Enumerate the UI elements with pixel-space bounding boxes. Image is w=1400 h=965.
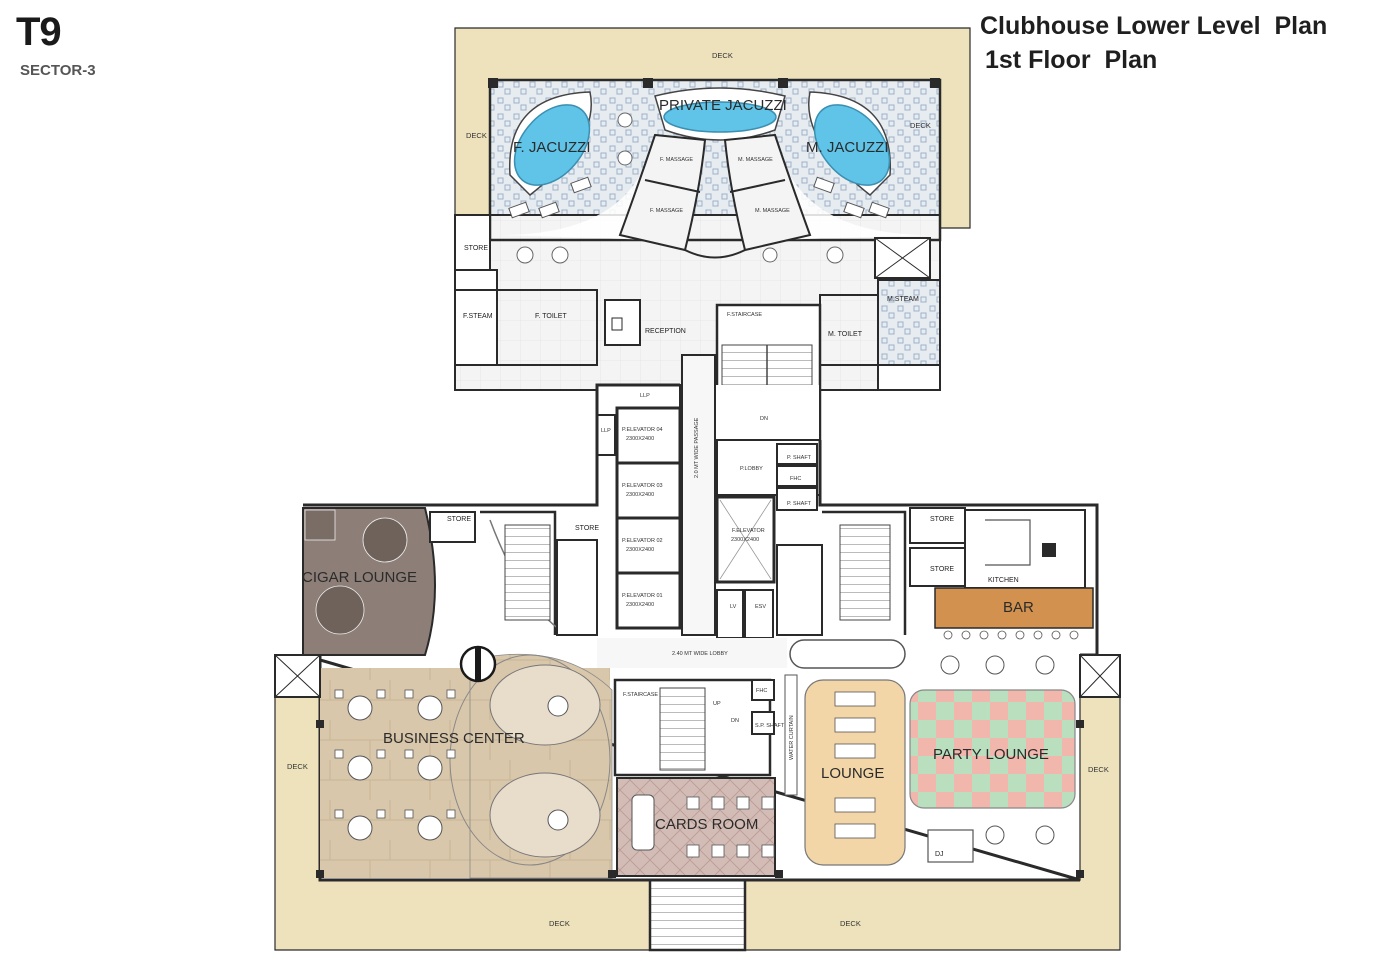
- lower-block: [274, 383, 1121, 952]
- label-lv: LV: [730, 604, 737, 610]
- label-p-shaft-2: P. SHAFT: [787, 501, 812, 507]
- label-f-toilet: F. TOILET: [535, 313, 567, 320]
- kitchen-room: [964, 509, 1086, 589]
- f-steam-room: [454, 289, 498, 366]
- label-deck-top: DECK: [712, 51, 733, 60]
- label-passage: 2.0 MT WIDE PASSAGE: [694, 417, 700, 478]
- label-f-steam: F.STEAM: [463, 313, 493, 320]
- lounge-bed-area: [804, 679, 906, 866]
- label-deck-bottom-left: DECK: [549, 919, 570, 928]
- label-water-curtain: WATER CURTAIN: [789, 715, 795, 760]
- label-m-steam: M.STEAM: [887, 296, 919, 303]
- label-store-mid-left-2: STORE: [575, 525, 599, 532]
- label-m-massage-1: M. MASSAGE: [738, 157, 773, 163]
- m-jacuzzi-pool: [808, 91, 891, 197]
- bar-counter: [934, 587, 1094, 629]
- f-jacuzzi-pool: [509, 91, 592, 197]
- label-store-mid-right-1: STORE: [930, 516, 954, 523]
- elevator-shafts: [615, 406, 682, 630]
- label-llp-2: LLP: [601, 428, 611, 434]
- label-deck-right: DECK: [1088, 765, 1109, 774]
- label-m-jacuzzi: M. JACUZZI: [806, 139, 889, 156]
- label-f-jacuzzi: F. JACUZZI: [513, 139, 591, 156]
- label-deck-bottom-right: DECK: [840, 919, 861, 928]
- label-elevator-03: P.ELEVATOR 03: [622, 483, 663, 489]
- private-jacuzzi-pool: [654, 87, 786, 141]
- label-kitchen: KITCHEN: [988, 577, 1019, 584]
- lobby-240: [597, 638, 787, 668]
- label-m-toilet: M. TOILET: [828, 331, 863, 338]
- label-party-lounge: PARTY LOUNGE: [933, 746, 1049, 763]
- label-p-shaft-1: P. SHAFT: [787, 455, 812, 461]
- label-lounge: LOUNGE: [821, 765, 884, 782]
- label-private-jacuzzi: PRIVATE JACUZZI: [659, 97, 787, 114]
- label-f-massage-1: F. MASSAGE: [660, 157, 693, 163]
- passage-2m: [681, 354, 716, 636]
- label-store-mid-right-2: STORE: [930, 566, 954, 573]
- label-reception: RECEPTION: [645, 328, 686, 335]
- label-fhc-1: FHC: [790, 476, 801, 482]
- label-deck-top-left: DECK: [466, 131, 487, 140]
- party-lounge-floor: [909, 689, 1076, 809]
- label-dn-bottom: DN: [731, 718, 739, 724]
- label-f-massage-2: F. MASSAGE: [650, 208, 683, 214]
- label-store-mid-left-1: STORE: [447, 516, 471, 523]
- label-m-massage-2: M. MASSAGE: [755, 208, 790, 214]
- label-deck-top-right: DECK: [910, 121, 931, 130]
- label-elevator-01-size: 2300X2400: [626, 602, 654, 608]
- label-store-top-left: STORE: [464, 245, 488, 252]
- label-elevator-04-size: 2300X2400: [626, 436, 654, 442]
- plan-title: Clubhouse Lower Level Plan: [980, 12, 1328, 40]
- label-f-staircase-bottom: F.STAIRCASE: [623, 692, 658, 698]
- plan-subtitle: 1st Floor Plan: [985, 46, 1158, 74]
- label-sp-shaft: S.P. SHAFT: [755, 723, 785, 729]
- f-toilet-room: [496, 289, 598, 366]
- label-fhc-2: FHC: [756, 688, 767, 694]
- m-steam-room: [877, 279, 941, 366]
- label-elevator-01: P.ELEVATOR 01: [622, 593, 663, 599]
- label-elevator-03-size: 2300X2400: [626, 492, 654, 498]
- label-f-elevator: F.ELEVATOR: [732, 528, 765, 534]
- label-elevator-04: P.ELEVATOR 04: [622, 427, 663, 433]
- label-f-staircase-top: F.STAIRCASE: [727, 312, 762, 318]
- dj-booth: [927, 829, 974, 863]
- label-f-elevator-size: 2300X2400: [731, 537, 759, 543]
- label-lobby-240: 2.40 MT WIDE LOBBY: [672, 651, 728, 657]
- upper-block: [454, 27, 971, 442]
- m-toilet-room: [819, 294, 879, 366]
- label-llp-1: LLP: [640, 393, 650, 399]
- label-elevator-02-size: 2300X2400: [626, 547, 654, 553]
- label-business-center: BUSINESS CENTER: [383, 730, 525, 747]
- label-p-lobby: P.LOBBY: [740, 466, 763, 472]
- sector-label: SECTOR-3: [20, 62, 96, 79]
- label-bar: BAR: [1003, 599, 1034, 616]
- label-up: UP: [713, 701, 721, 707]
- tower-code: T9: [16, 10, 62, 54]
- label-esv: ESV: [755, 604, 766, 610]
- label-cards-room: CARDS ROOM: [655, 816, 758, 833]
- labels: DECK DECK DECK DECK DECK DECK DECK PRIVA…: [287, 51, 1109, 928]
- label-elevator-02: P.ELEVATOR 02: [622, 538, 663, 544]
- label-dj: DJ: [935, 851, 944, 858]
- label-cigar-lounge: CIGAR LOUNGE: [302, 569, 417, 586]
- label-deck-left: DECK: [287, 762, 308, 771]
- label-dn-top: DN: [760, 416, 768, 422]
